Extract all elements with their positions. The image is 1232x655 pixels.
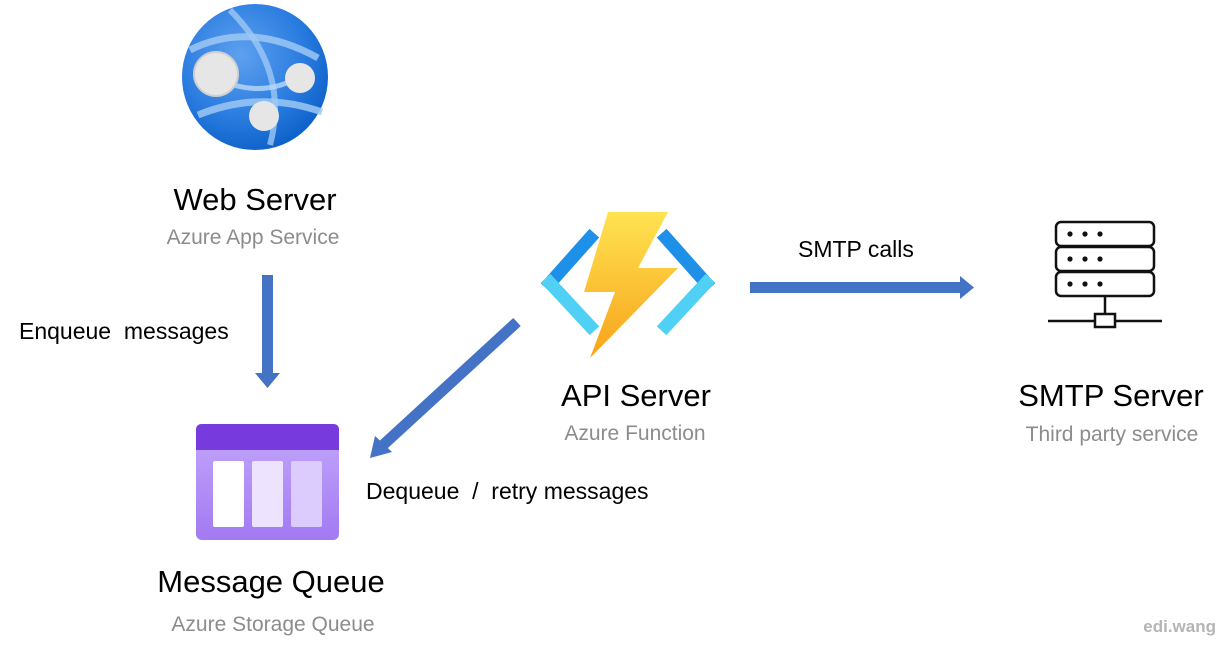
smtp-server-title: SMTP Server bbox=[1018, 378, 1204, 413]
smtp-arrow bbox=[750, 276, 974, 299]
enqueue-label: Enqueue messages bbox=[19, 318, 229, 344]
api-server-title: API Server bbox=[561, 378, 711, 413]
message-queue-title: Message Queue bbox=[157, 564, 385, 599]
api-server-subtitle: Azure Function bbox=[564, 422, 706, 445]
storage-queue-icon bbox=[196, 424, 339, 540]
enqueue-arrow bbox=[255, 275, 280, 388]
web-server-subtitle: Azure App Service bbox=[166, 226, 340, 249]
dequeue-label: Dequeue / retry messages bbox=[366, 478, 649, 504]
web-server-title: Web Server bbox=[173, 182, 337, 217]
dequeue-arrow bbox=[370, 317, 521, 458]
smtp-server-subtitle: Third party service bbox=[1025, 423, 1199, 446]
app-service-globe-icon bbox=[182, 4, 328, 150]
message-queue-subtitle: Azure Storage Queue bbox=[171, 613, 375, 636]
watermark: edi.wang bbox=[1143, 617, 1216, 636]
smtp-calls-label: SMTP calls bbox=[798, 236, 914, 262]
function-lightning-icon bbox=[540, 212, 716, 358]
server-rack-icon bbox=[1048, 220, 1162, 329]
